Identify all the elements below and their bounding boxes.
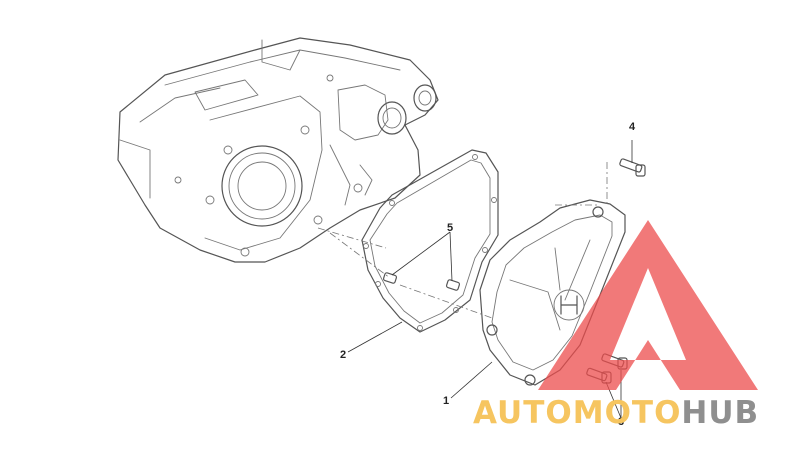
callout-1: 1 [443,395,449,407]
watermark-part-hub: HUB [681,395,759,431]
leader-lines [347,140,633,419]
cover-gasket [361,149,499,333]
crankcase [117,37,439,263]
dowel-pins [382,272,461,291]
callout-2: 2 [340,349,346,361]
assembly-axes [317,162,608,319]
callout-4: 4 [629,121,636,133]
watermark-wordmark: AUTOMOTOHUB [473,395,759,431]
ignition-cover [479,199,626,386]
callout-3: 3 [618,416,624,428]
logo-h-icon [560,295,578,315]
watermark-triangle-icon [538,220,758,390]
watermark-part-auto: AUTO [473,395,573,431]
callout-5: 5 [447,222,453,234]
watermark-part-moto: MOTO [573,395,682,431]
watermark-logo: AUTOMOTOHUB [473,220,759,431]
